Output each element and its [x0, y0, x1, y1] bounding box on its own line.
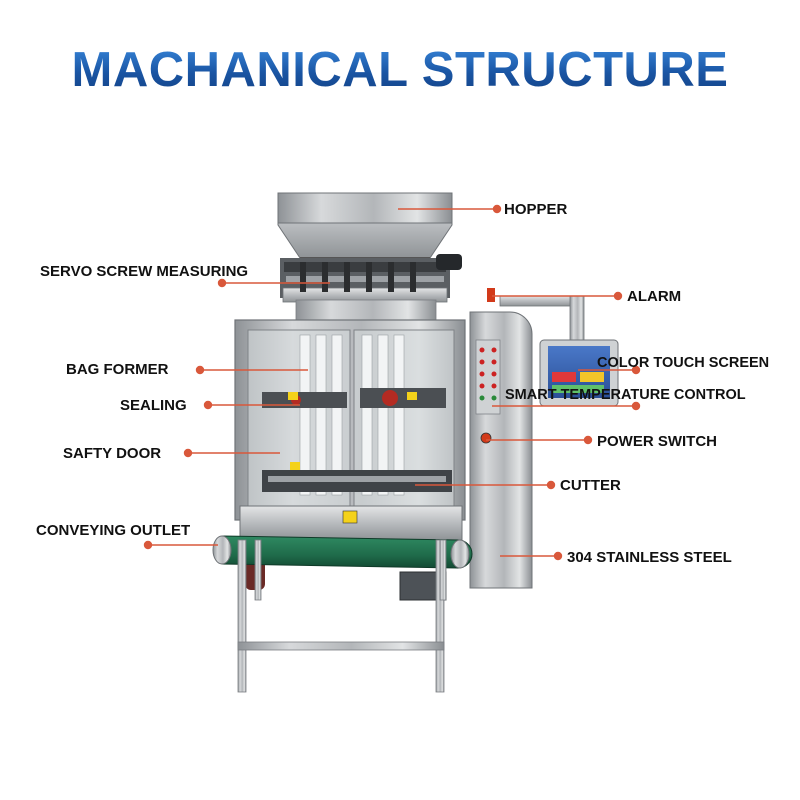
leader-lines — [143, 204, 641, 561]
head-frame — [295, 299, 437, 323]
stand-frame-shape — [237, 539, 447, 693]
servo-screw-head-shape — [280, 254, 462, 303]
label-power-switch: POWER SWITCH — [597, 433, 717, 450]
label-cutter: CUTTER — [560, 477, 621, 494]
diagram-title: MACHANICAL STRUCTURE — [0, 42, 800, 98]
label-conveying-outlet: CONVEYING OUTLET — [36, 522, 191, 539]
conveyor-shape — [212, 535, 473, 601]
label-color-touch-screen: COLOR TOUCH SCREEN — [597, 355, 770, 371]
label-servo-screw-measuring: SERVO SCREW MEASURING — [40, 263, 249, 280]
label-smart-temperature-control: SMART TEMPERATURE CONTROL — [505, 387, 746, 403]
label-bag-former: BAG FORMER — [66, 361, 169, 378]
label-304-stainless-steel: 304 STAINLESS STEEL — [567, 549, 732, 566]
label-hopper: HOPPER — [504, 201, 568, 218]
main-cabinet-shape — [234, 319, 466, 541]
label-sealing: SEALING — [120, 397, 187, 414]
label-safty-door: SAFTY DOOR — [63, 445, 162, 462]
label-alarm: ALARM — [627, 288, 682, 305]
touch-screen-shape — [539, 339, 619, 407]
control-column-shape — [469, 288, 585, 589]
hopper-shape — [277, 192, 453, 259]
